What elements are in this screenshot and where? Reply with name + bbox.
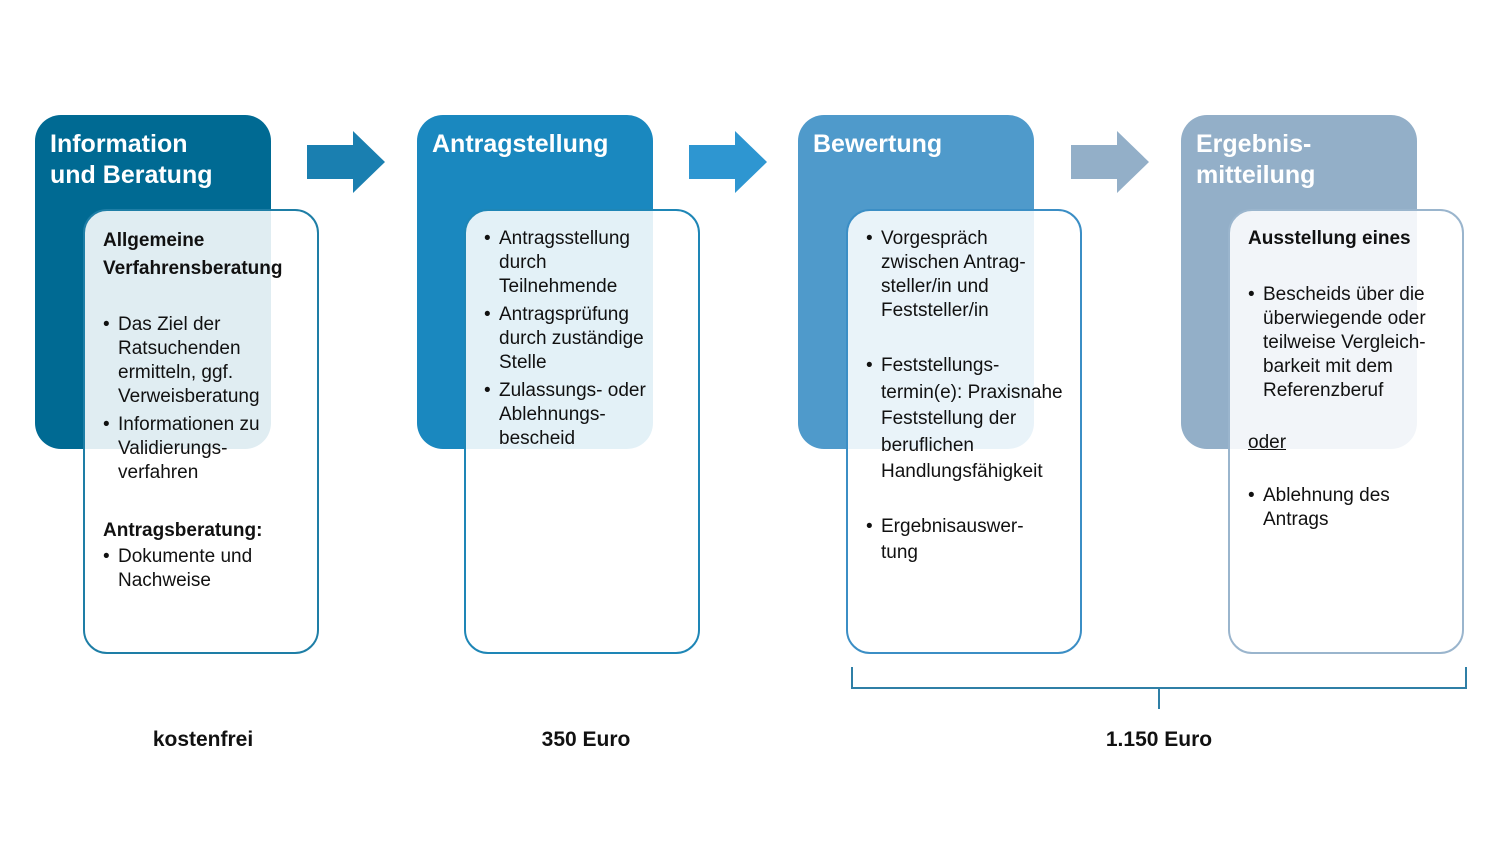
list-item: Zulassungs- oder Ablehnungs-bescheid	[484, 379, 674, 451]
list-item: Feststellungs-termin(e): Praxisnahe Fest…	[866, 353, 1069, 486]
stage-title: Bewertung	[813, 130, 943, 158]
card-list: Das Ziel der Ratsuchenden ermitteln, ggf…	[103, 313, 303, 485]
cost-label-antrag: 350 Euro	[541, 728, 631, 751]
card-bewertung: Vorgespräch zwischen Antrag-steller/in u…	[846, 209, 1082, 654]
list-item: Das Ziel der Ratsuchenden ermitteln, ggf…	[103, 313, 283, 409]
card-list: Bescheids über die überwiegende oder tei…	[1248, 283, 1448, 403]
stage-title: Information und Beratung	[50, 130, 213, 189]
cost-label-free: kostenfrei	[152, 728, 254, 751]
card-information-beratung: Allgemeine Verfahrensberatung Das Ziel d…	[83, 209, 319, 654]
list-item: Dokumente und Nachweise	[103, 545, 283, 593]
card-heading: Ausstellung eines	[1248, 228, 1411, 249]
card-list: Ablehnung des Antrags	[1248, 484, 1448, 532]
card-list: Dokumente und Nachweise	[103, 545, 303, 593]
stage-title: Ergebnis- mitteilung	[1196, 130, 1316, 189]
list-item: Ergebnisauswer-tung	[866, 514, 1041, 567]
card-heading: Antragsberatung:	[103, 520, 263, 541]
card-list: Vorgespräch zwischen Antrag-steller/in u…	[866, 227, 1066, 567]
list-item: Antragsstellung durch Teilnehmende	[484, 227, 664, 299]
cost-label-bewertung: 1.150 Euro	[1105, 728, 1213, 751]
list-item: Ablehnung des Antrags	[1248, 484, 1428, 532]
card-heading: Allgemeine Verfahrensberatung	[103, 230, 283, 279]
arrow-right-icon	[307, 131, 385, 193]
card-ergebnismitteilung: Ausstellung eines Bescheids über die übe…	[1228, 209, 1464, 654]
list-item: Vorgespräch zwischen Antrag-steller/in u…	[866, 227, 1046, 323]
stage-title: Antragstellung	[432, 130, 609, 158]
card-list: Antragsstellung durch Teilnehmende Antra…	[484, 227, 684, 451]
or-label: oder	[1248, 432, 1287, 453]
arrow-right-icon	[689, 131, 767, 193]
list-item: Bescheids über die überwiegende oder tei…	[1248, 283, 1451, 403]
card-antragstellung: Antragsstellung durch Teilnehmende Antra…	[464, 209, 700, 654]
list-item: Informationen zu Validierungs-verfahren	[103, 413, 283, 485]
list-item: Antragsprüfung durch zuständige Stelle	[484, 303, 667, 375]
arrow-right-icon	[1071, 131, 1149, 193]
cost-bracket	[851, 667, 1467, 709]
